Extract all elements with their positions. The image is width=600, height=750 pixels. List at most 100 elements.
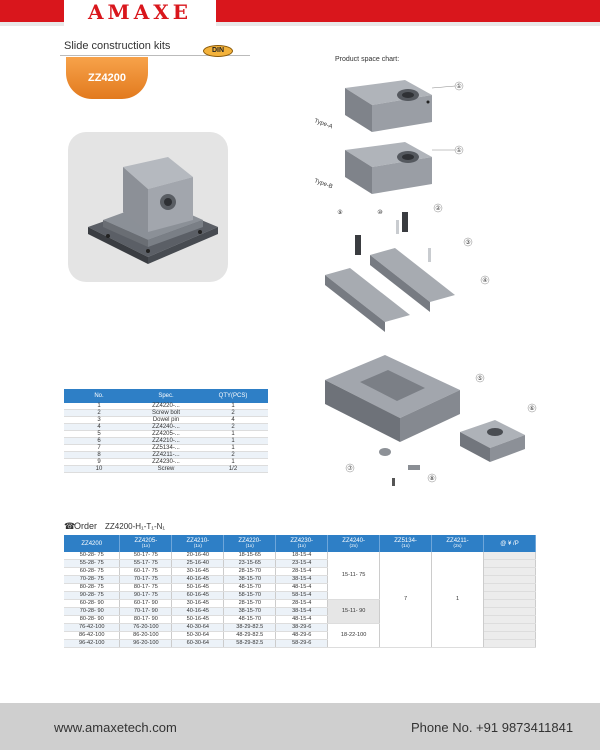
order-cell: 50-28- 75 — [64, 552, 121, 560]
price-cell[interactable] — [483, 591, 537, 600]
order-cell: 48-15-70 — [223, 615, 277, 624]
price-cell[interactable] — [483, 567, 537, 576]
order-cell: 18-15-4 — [275, 552, 329, 560]
order-cell: 70-28- 90 — [64, 607, 121, 616]
order-cell: 40-30-64 — [171, 623, 225, 632]
order-cell: 70-17- 75 — [119, 575, 173, 584]
type-b-block — [345, 142, 432, 194]
order-header-sub: (1x) — [193, 543, 202, 549]
callout-10: ⑩ — [377, 209, 382, 216]
order-cell: 20-16-40 — [171, 552, 225, 560]
order-header-name: ZZ5134- — [394, 537, 417, 544]
parts-cell: 2 — [198, 423, 268, 431]
order-cell: 86-20-100 — [119, 631, 173, 640]
parts-cell: ZZ4211-... — [134, 451, 198, 459]
parts-cell: 4 — [198, 416, 268, 424]
order-label: Order — [74, 521, 98, 531]
order-cell: 40-16-45 — [171, 575, 225, 584]
parts-header-qty: QTY(PCS) — [198, 389, 268, 403]
type-a-block — [345, 80, 432, 132]
callout-3: ③ — [465, 239, 470, 246]
parts-cell: ZZ4205-... — [134, 430, 198, 438]
price-cell[interactable] — [483, 575, 537, 584]
parts-cell: ZZ4230-... — [134, 458, 198, 466]
price-cell[interactable] — [483, 607, 537, 616]
order-cell: 60-17- 90 — [119, 599, 173, 608]
parts-cell: ZZ4240-... — [134, 423, 198, 431]
callout-5: ⑤ — [477, 375, 482, 382]
rail-right — [370, 248, 455, 302]
phone-number: Phone No. +91 9873411841 — [411, 720, 574, 735]
order-header-sub: (1x) — [245, 543, 254, 549]
callout-2: ② — [435, 205, 441, 212]
parts-cell: 1 — [198, 444, 268, 452]
key — [408, 465, 420, 470]
order-cell: 48-15-4 — [275, 615, 329, 624]
zz4240-group-cell: 15-11- 90 — [327, 599, 381, 624]
order-cell: 70-17- 90 — [119, 607, 173, 616]
order-cell: 50-17- 75 — [119, 552, 173, 560]
order-header-name: ZZ4205- — [134, 537, 158, 544]
order-cell: 80-28- 90 — [64, 615, 121, 624]
price-cell[interactable] — [483, 599, 537, 608]
order-header-sub: (1x) — [297, 543, 306, 549]
parts-cell: ZZ4210-... — [134, 437, 198, 445]
screw-bolt-left — [355, 235, 361, 255]
order-cell: 58-15-70 — [223, 591, 277, 600]
parts-cell: 2 — [198, 451, 268, 459]
order-cell: 23-15-4 — [275, 559, 329, 568]
callout-7: ⑦ — [347, 465, 353, 472]
parts-cell: 2 — [198, 409, 268, 417]
order-cell: 48-29-82.5 — [223, 631, 277, 640]
order-cell: 60-16-45 — [171, 591, 225, 600]
order-header-sub: (1x) — [141, 543, 151, 549]
order-header-cell: ZZ4210-(1x) — [171, 535, 225, 552]
callout-9: ⑨ — [337, 209, 342, 216]
dowel-pin — [396, 220, 399, 234]
price-cell[interactable] — [483, 623, 537, 632]
brand-logo[interactable]: AMAXE — [64, 0, 216, 26]
parts-cell: 1 — [64, 403, 134, 410]
price-cell[interactable] — [483, 583, 537, 592]
order-cell: 18-15-65 — [223, 552, 277, 560]
parts-cell: 1 — [198, 430, 268, 438]
order-cell: 38-15-70 — [223, 575, 277, 584]
small-screw — [392, 478, 395, 486]
callout-6: ⑥ — [529, 405, 534, 412]
order-cell: 86-42-100 — [64, 631, 121, 640]
order-header-cell: @ ¥ /P — [483, 535, 537, 552]
parts-cell: 3 — [64, 416, 134, 424]
parts-cell: 1 — [198, 437, 268, 445]
order-cell: 28-15-4 — [275, 567, 329, 576]
price-cell[interactable] — [483, 615, 537, 624]
order-header-cell: ZZ4211-(2x) — [431, 535, 484, 552]
website-link[interactable]: www.amaxetech.com — [54, 720, 177, 735]
price-cell[interactable] — [483, 639, 537, 648]
price-cell[interactable] — [483, 552, 537, 560]
order-cell: 76-42-100 — [64, 623, 121, 632]
screw-bolt-right — [402, 212, 408, 232]
callout-4: ④ — [482, 277, 487, 284]
order-cell: 38-15-4 — [275, 575, 329, 584]
price-cell[interactable] — [483, 631, 537, 640]
product-photo — [68, 132, 228, 282]
price-cell[interactable] — [483, 559, 537, 568]
order-cell: 23-15-65 — [223, 559, 277, 568]
header-underline — [0, 22, 600, 26]
order-cell: 76-20-100 — [119, 623, 173, 632]
din-badge: DIN — [203, 45, 233, 57]
order-cell: 60-30-64 — [171, 639, 225, 648]
